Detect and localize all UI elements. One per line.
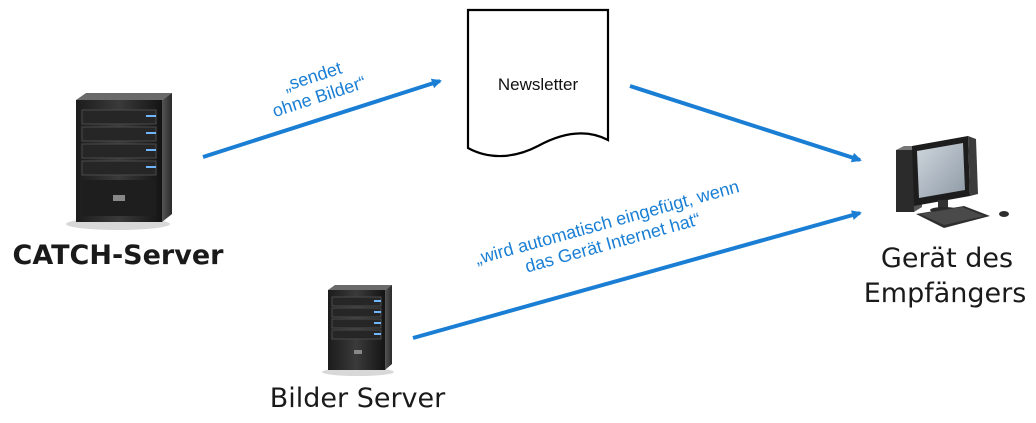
arrow-imageserver-to-device — [412, 210, 862, 340]
image-server-icon — [322, 285, 394, 376]
newsletter-label: Newsletter — [497, 75, 579, 94]
image-server-label: Bilder Server — [269, 383, 446, 414]
arrow-catch-to-newsletter — [202, 78, 442, 159]
recipient-device-label-line2: Empfängers — [863, 278, 1027, 309]
arrow-newsletter-to-device — [629, 84, 862, 163]
recipient-device-label-line1: Gerät des — [880, 243, 1014, 274]
catch-server-label: CATCH-Server — [12, 240, 224, 271]
recipient-computer-icon — [896, 136, 1009, 228]
newsletter-document-icon — [466, 8, 610, 158]
catch-server-icon — [66, 93, 172, 230]
